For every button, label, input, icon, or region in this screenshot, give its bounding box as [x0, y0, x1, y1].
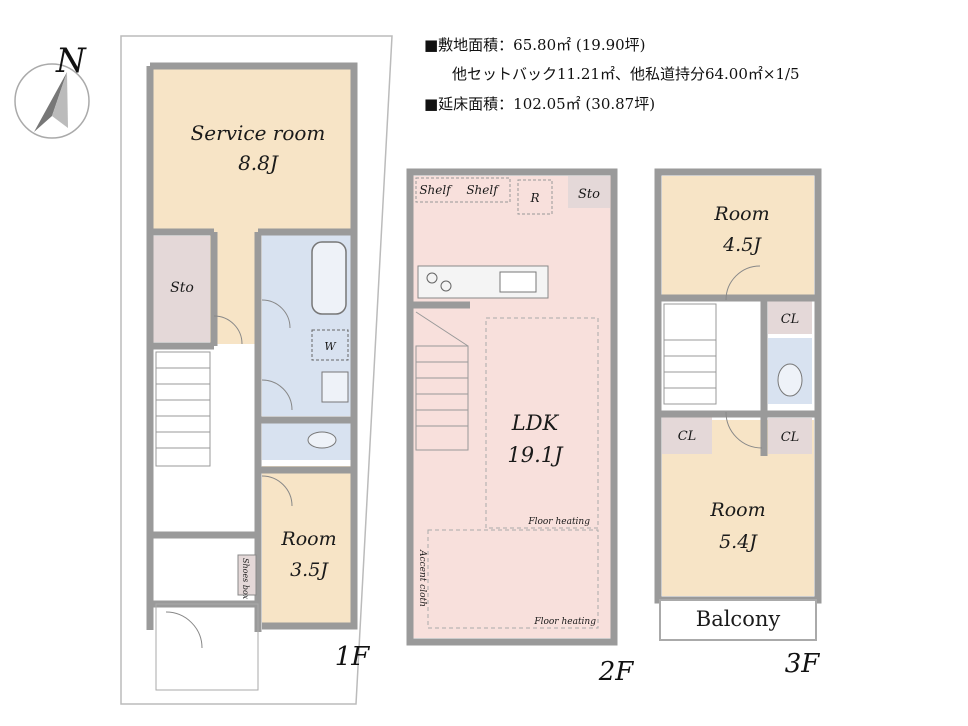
room-3f-b-label: Room	[709, 499, 765, 521]
door-swings-3f	[725, 265, 763, 449]
shelf-1-label: Shelf	[419, 183, 453, 197]
shoes-box-label: Shoes box	[241, 558, 250, 600]
floor-area-text: ■延床面積：102.05㎡ (30.87坪)	[424, 95, 656, 113]
room-3f-b-size: 5.4J	[719, 531, 758, 553]
shelf-2-label: Shelf	[466, 183, 500, 197]
north-arrow-icon: N	[14, 41, 90, 139]
shelves	[415, 177, 511, 203]
washer-space	[311, 329, 349, 361]
compass-label: N	[55, 41, 87, 81]
room-3f-a-size: 4.5J	[722, 234, 762, 256]
kitchen-sink-icon	[499, 271, 537, 293]
floor-heating-1-label: Floor heating	[527, 517, 590, 527]
toilet-3f-icon	[777, 363, 803, 397]
entrance-porch	[155, 603, 259, 691]
room-1f-size: 3.5J	[290, 559, 329, 581]
service-room-size: 8.8J	[238, 151, 279, 175]
closet-2-label: CL	[678, 429, 697, 444]
toilet-area	[262, 420, 352, 460]
floor-3-plan: CL CL CL Room 4.5J Room 5.4J Balcony 3F	[654, 168, 822, 679]
room-3f-a-area	[662, 176, 814, 296]
setback-text: 他セットバック11.21㎡、他私道持分64.00㎡×1/5	[452, 65, 800, 83]
room-1f-area	[262, 466, 352, 626]
balcony-area	[659, 599, 817, 641]
balcony-label: Balcony	[696, 607, 781, 631]
storage-1f-area	[153, 236, 210, 342]
bathtub-icon	[311, 241, 347, 315]
ldk-label: LDK	[511, 411, 560, 435]
floor-2-label: 2F	[598, 657, 635, 687]
sink-icon	[321, 371, 349, 403]
floor-3-label: 3F	[785, 649, 821, 679]
accent-cloth-label: Accent cloth	[417, 549, 427, 607]
closet-2-area	[662, 416, 712, 454]
ldk-size: 19.1J	[507, 443, 564, 467]
service-room-area	[150, 66, 354, 232]
stove-icon	[426, 272, 438, 284]
hall-area	[210, 232, 258, 344]
storage-2f-label: Sto	[578, 187, 600, 202]
storage-1f-label: Sto	[170, 280, 194, 296]
floor-2-plan: Shelf Shelf R Sto Floor heating Floor he…	[406, 168, 635, 687]
room-1f-label: Room	[280, 528, 336, 550]
stairs-1f	[155, 351, 211, 467]
fridge-label: R	[529, 191, 539, 205]
ldk-area	[412, 176, 612, 638]
stairs-2f	[415, 311, 469, 451]
closet-3-area	[768, 418, 812, 454]
stairs-3f	[663, 303, 717, 405]
closet-3-label: CL	[781, 430, 800, 445]
closet-1-label: CL	[781, 312, 800, 327]
closet-1-area	[768, 300, 812, 334]
shoes-box	[237, 554, 257, 596]
site-area-text: ■敷地面積：65.80㎡ (19.90坪)	[424, 36, 646, 54]
floor-heating-2-label: Floor heating	[533, 617, 596, 627]
floor-heating-zone-2	[427, 529, 599, 629]
floor-1-label: 1F	[335, 642, 371, 672]
floor-1-plan: W Shoes box Service room 8.8J Sto Room	[120, 35, 393, 705]
fridge-space	[517, 179, 553, 215]
site-boundary	[120, 35, 393, 705]
room-3f-a-label: Room	[713, 203, 769, 225]
service-room-label: Service room	[191, 121, 326, 145]
door-swings-1f	[165, 299, 293, 649]
storage-2f-area	[568, 176, 610, 208]
floor-heating-zone-1	[485, 317, 599, 529]
washer-label: W	[324, 340, 337, 353]
toilet-icon	[307, 431, 337, 449]
